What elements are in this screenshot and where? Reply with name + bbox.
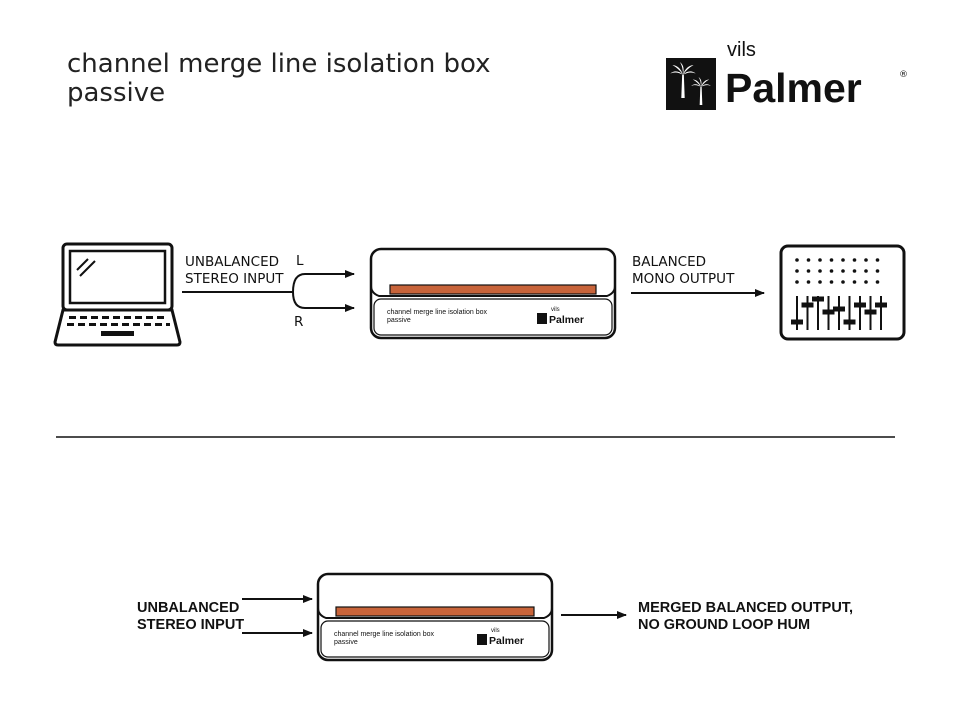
d1-device-text-line-1: channel merge line isolation box <box>387 309 488 316</box>
mixer-knob <box>795 280 799 284</box>
d2-output-label-line-1: MERGED BALANCED OUTPUT, <box>638 600 853 616</box>
d1-device-logo-wordmark: Palmer <box>549 314 584 326</box>
d1-output-label-line-1: BALANCED <box>632 254 706 270</box>
d2-device-text-line-2: passive <box>334 639 358 646</box>
d2-input-label-line-1: UNBALANCED <box>137 600 239 616</box>
d1-device-logo-prefix: vils <box>551 307 560 313</box>
logo-prefix: vils <box>727 39 756 61</box>
d2-device-text-line-1: channel merge line isolation box <box>334 631 435 638</box>
mixer-fader-cap <box>791 319 803 325</box>
d1-channel-left: L <box>296 253 304 269</box>
logo-wordmark: Palmer <box>725 65 862 111</box>
mixer-fader-cap <box>833 306 845 312</box>
mixer-fader-cap <box>801 302 814 308</box>
diagram-1: UNBALANCED STEREO INPUT L R channel merg… <box>53 242 906 347</box>
d1-device-logo-icon <box>537 313 547 324</box>
title-line-1: channel merge line isolation box <box>67 49 491 79</box>
mixer-knob <box>875 280 880 284</box>
d2-device-logo-prefix: vils <box>491 628 500 634</box>
brand-logo: vils Palmer ® <box>666 39 908 111</box>
mixer-knob <box>841 258 845 262</box>
mixer-knob <box>875 269 880 273</box>
mixer-fader-cap <box>875 302 887 308</box>
mixer-knob <box>852 258 857 262</box>
d1-input-label-line-2: STEREO INPUT <box>185 271 284 287</box>
page-title: channel merge line isolation box passive <box>67 49 491 108</box>
laptop-icon <box>53 242 182 347</box>
d1-device-stripe <box>389 284 597 295</box>
mixer-knob <box>864 280 868 284</box>
mixer-knob <box>818 280 822 284</box>
mixer-knob <box>795 269 799 273</box>
mixer-fader-cap <box>843 319 856 325</box>
mixer-knob <box>818 269 822 273</box>
d2-device-logo-wordmark: Palmer <box>489 635 524 647</box>
mixer-fader-cap <box>822 309 835 315</box>
registered-mark: ® <box>899 70 908 80</box>
diagram-2: UNBALANCED STEREO INPUT channel merge li… <box>137 572 853 662</box>
mixer-knob <box>795 258 799 262</box>
mixer-knob <box>841 269 845 273</box>
d1-channel-right: R <box>294 314 303 330</box>
mixer-knob <box>829 258 834 262</box>
mixer-fader-cap <box>812 296 824 302</box>
d1-input-arrows <box>182 270 355 312</box>
mixer-knob <box>852 280 857 284</box>
d2-input-label-line-2: STEREO INPUT <box>137 617 244 633</box>
mixer-knob <box>829 269 834 273</box>
mixer-knob <box>818 258 822 262</box>
d2-device-stripe <box>335 606 535 617</box>
d2-device: channel merge line isolation box passive… <box>316 572 554 662</box>
mixer-knob <box>852 269 857 273</box>
mixer-knob <box>864 269 868 273</box>
mixer-fader-cap <box>864 309 877 315</box>
d2-device-logo-icon <box>477 634 487 645</box>
d1-input-label-line-1: UNBALANCED <box>185 254 279 270</box>
d1-device-text-line-2: passive <box>387 317 411 324</box>
d2-output-label-line-2: NO GROUND LOOP HUM <box>638 617 810 633</box>
mixer-knob <box>806 258 811 262</box>
mixer-fader-cap <box>854 302 866 308</box>
d1-device: channel merge line isolation box passive… <box>369 247 617 340</box>
mixer-knob <box>841 280 845 284</box>
title-line-2: passive <box>67 78 165 108</box>
mixer-knob <box>806 280 811 284</box>
mixer-knob <box>875 258 880 262</box>
d1-output-label-line-2: MONO OUTPUT <box>632 271 735 287</box>
mixer-knob <box>829 280 834 284</box>
mixer-knob <box>806 269 811 273</box>
mixer-icon <box>779 244 906 341</box>
mixer-knob <box>864 258 868 262</box>
